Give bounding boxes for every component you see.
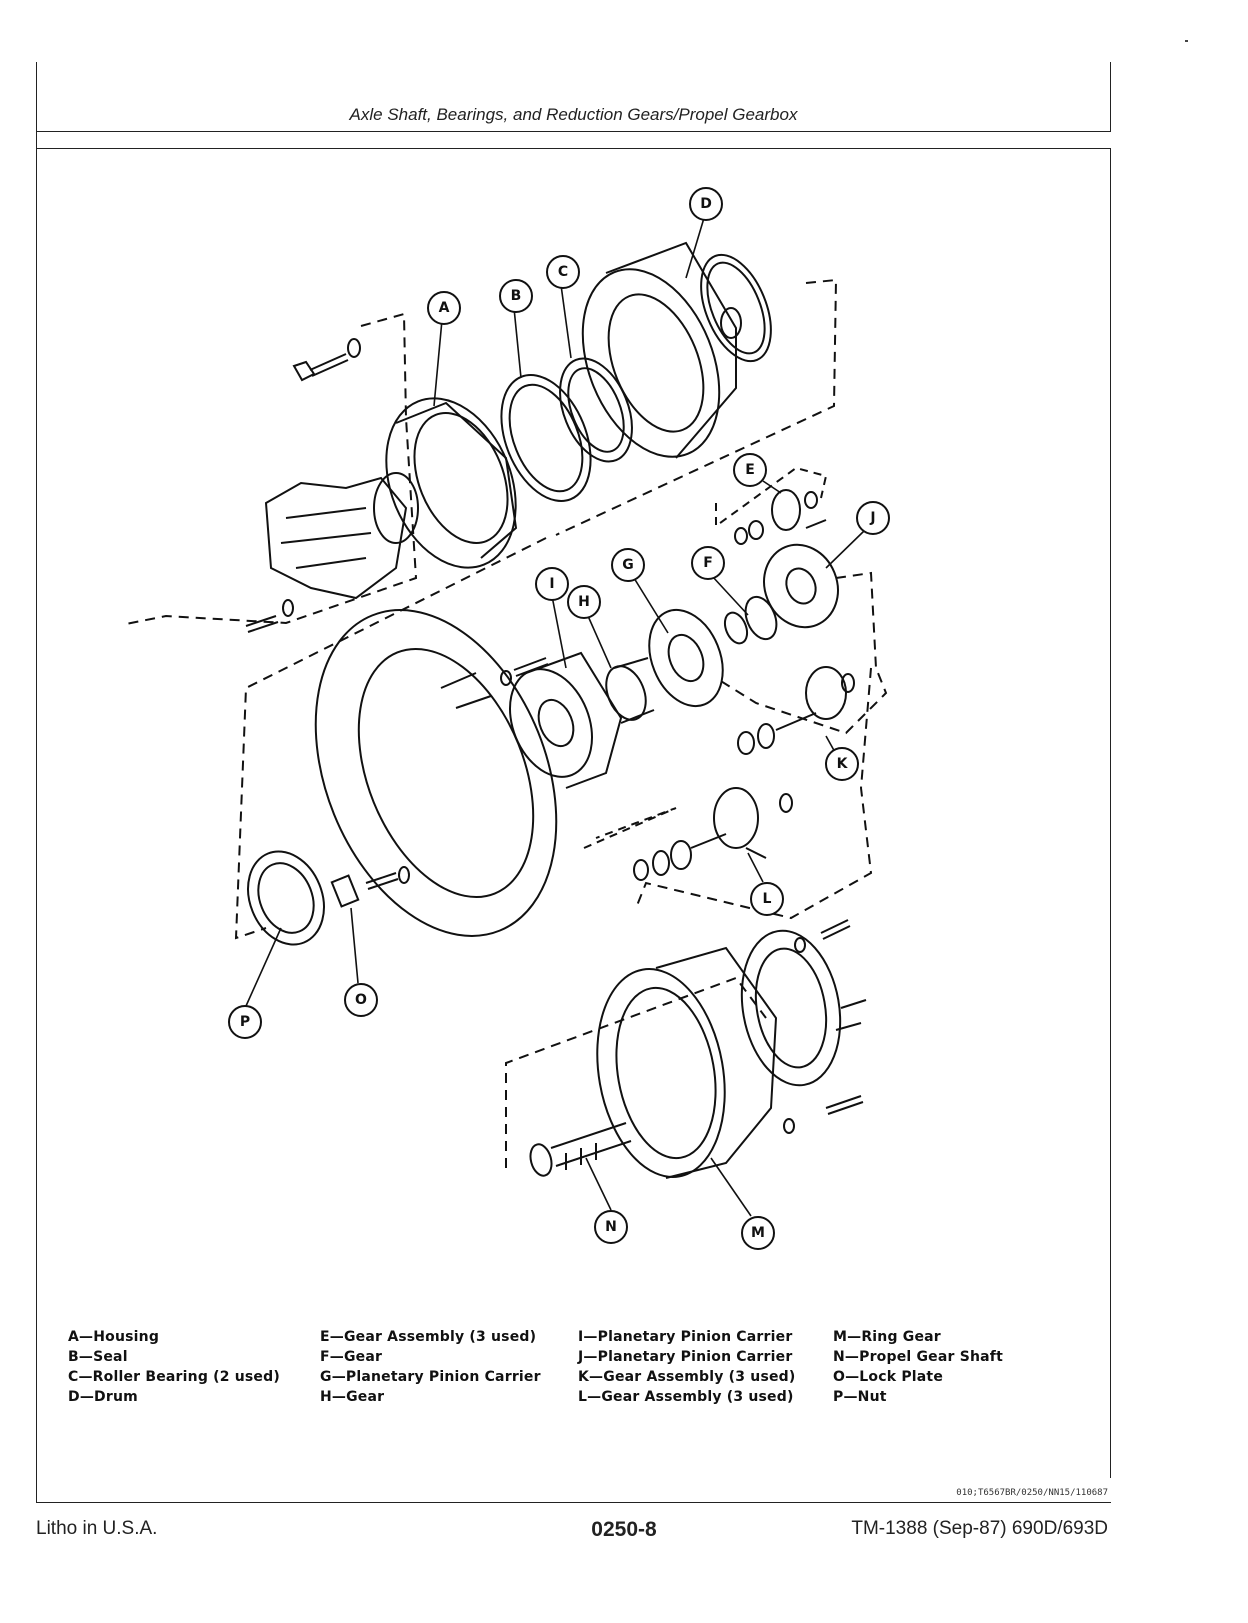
roller-bearing-c-drawing (559, 357, 633, 463)
bolt-near-i (500, 657, 549, 686)
legend-item: K—Gear Assembly (3 used) (578, 1369, 796, 1385)
cover-plate-drawing (740, 929, 842, 1087)
gear-f-drawing (723, 595, 778, 645)
footer-rule (36, 1502, 1111, 1503)
legend-item: J—Planetary Pinion Carrier (578, 1349, 793, 1365)
dashed-frame-l (583, 807, 677, 849)
legend-item: A—Housing (68, 1329, 160, 1345)
callout-b: B (499, 279, 533, 313)
legend-item: N—Propel Gear Shaft (833, 1349, 1003, 1365)
callout-a: A (427, 291, 461, 325)
dashed-frame-upper (125, 312, 418, 625)
gear-h-drawing (605, 657, 655, 724)
legend-column-3: I—Planetary Pinion Carrier J—Planetary P… (578, 1327, 796, 1407)
callout-f: F (691, 546, 725, 580)
callout-j: J (856, 501, 890, 535)
gear-assembly-l-drawing (633, 787, 793, 881)
callout-o: O (344, 983, 378, 1017)
callout-n: N (594, 1210, 628, 1244)
callout-e: E (733, 453, 767, 487)
figure-top-rule (36, 148, 1111, 149)
legend-item: L—Gear Assembly (3 used) (578, 1389, 794, 1405)
drum-d-drawing (581, 241, 742, 459)
dashed-frame-k (635, 667, 873, 920)
bolts-lower-right (783, 919, 867, 1134)
carrier-i-drawing (508, 651, 623, 789)
scan-speck (1185, 40, 1188, 42)
exploded-view-figure: A B C D E F G H I J K L M N O P (36, 148, 1111, 1298)
housing-a-drawing (385, 397, 518, 569)
footer-manual-id: TM-1388 (Sep-87) 690D/693D (851, 1518, 1108, 1539)
figure-reference-code: 010;T6567BR/0250/NN15/110687 (956, 1488, 1108, 1498)
callout-i: I (535, 567, 569, 601)
bolt-motor-lower (245, 599, 294, 633)
motor-drawing (264, 472, 419, 600)
seal-b-drawing (500, 373, 592, 503)
legend-item: B—Seal (68, 1349, 128, 1365)
legend-item: G—Planetary Pinion Carrier (320, 1369, 541, 1385)
frame-right-line-top (1110, 62, 1111, 132)
legend-column-2: E—Gear Assembly (3 used) F—Gear G—Planet… (320, 1327, 541, 1407)
shaft-n-drawing (529, 1122, 632, 1177)
nut-p-drawing (247, 850, 325, 946)
leader-lines (245, 217, 865, 1217)
lock-plate-o-drawing (330, 866, 410, 908)
gear-assembly-e-drawing (734, 489, 827, 545)
exploded-view-drawing (125, 217, 888, 1217)
dashed-frame-lower (505, 976, 767, 1168)
carrier-j-drawing (763, 543, 839, 629)
ring-gear-large-drawing (314, 609, 558, 937)
legend-item: O—Lock Plate (833, 1369, 944, 1385)
footer-page-number: 0250-8 (591, 1518, 657, 1541)
legend-item: M—Ring Gear (833, 1329, 941, 1345)
callout-k: K (825, 747, 859, 781)
carrier-g-drawing (648, 608, 724, 708)
dashed-frame-drum (555, 278, 838, 536)
frame-left-line (36, 62, 37, 1502)
parts-legend: A—Housing B—Seal C—Roller Bearing (2 use… (68, 1327, 1098, 1417)
dashed-frame-right (715, 571, 888, 735)
legend-item: P—Nut (833, 1389, 887, 1405)
gear-assembly-k-drawing (737, 666, 855, 755)
callout-c: C (546, 255, 580, 289)
legend-item: I—Planetary Pinion Carrier (578, 1329, 793, 1345)
callout-m: M (741, 1216, 775, 1250)
legend-column-1: A—Housing B—Seal C—Roller Bearing (2 use… (68, 1327, 280, 1407)
legend-item: E—Gear Assembly (3 used) (320, 1329, 537, 1345)
callout-p: P (228, 1005, 262, 1039)
legend-column-4: M—Ring Gear N—Propel Gear Shaft O—Lock P… (833, 1327, 1003, 1407)
page-title: Axle Shaft, Bearings, and Reduction Gear… (349, 105, 798, 124)
dashed-frame-e (715, 466, 828, 528)
ring-gear-m-drawing (596, 946, 778, 1179)
dashed-frame-middle (234, 537, 547, 940)
footer-litho: Litho in U.S.A. (36, 1518, 158, 1539)
frame-right-line-figure (1110, 148, 1111, 1478)
bolt-upper-left (292, 338, 361, 382)
callout-h: H (567, 585, 601, 619)
callout-d: D (689, 187, 723, 221)
legend-item: H—Gear (320, 1389, 385, 1405)
legend-item: C—Roller Bearing (2 used) (68, 1369, 280, 1385)
legend-item: F—Gear (320, 1349, 383, 1365)
header-rule (36, 131, 1111, 132)
callout-g: G (611, 548, 645, 582)
callout-l: L (750, 882, 784, 916)
drum-ring-drawing (700, 253, 772, 363)
legend-item: D—Drum (68, 1389, 138, 1405)
